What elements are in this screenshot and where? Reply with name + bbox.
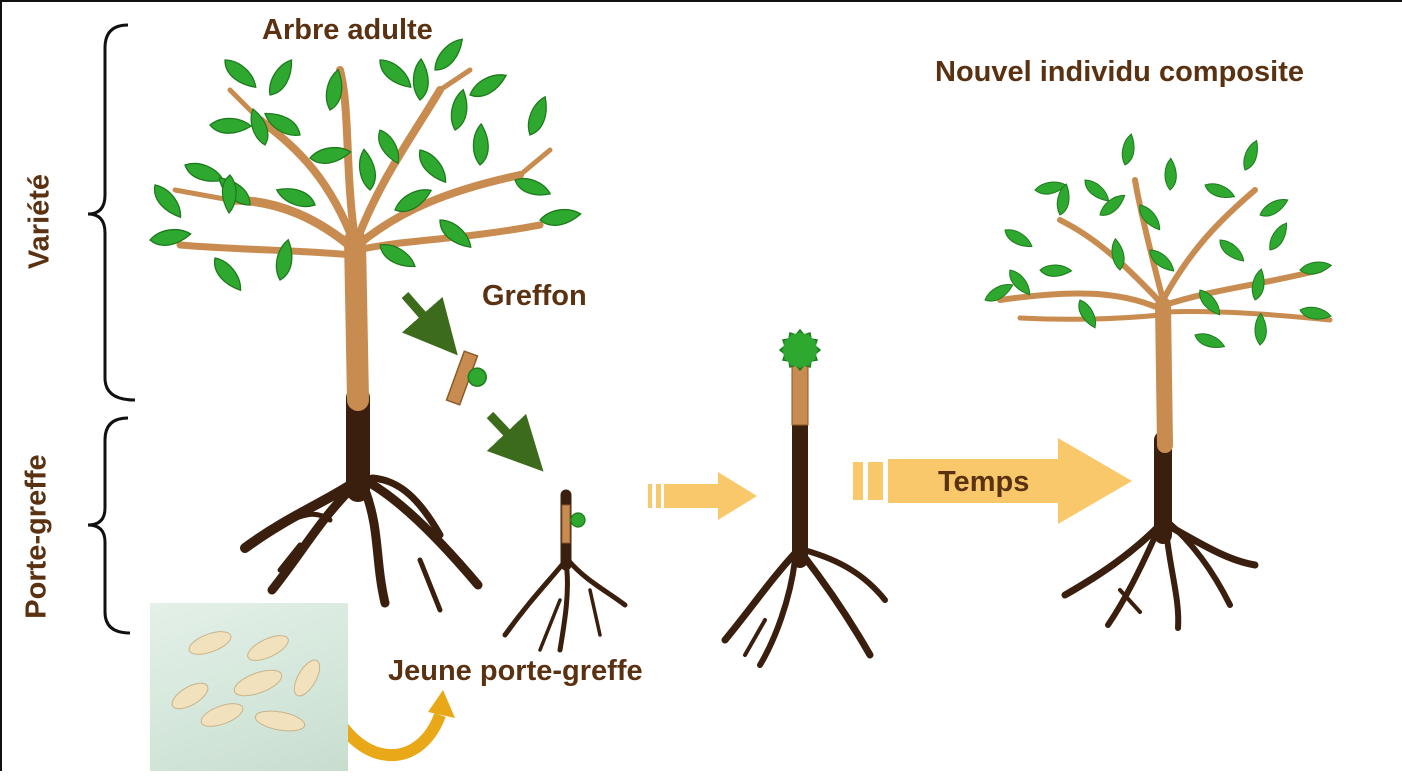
scion-cutting: [405, 295, 525, 452]
seeds-photo: [150, 603, 348, 771]
seed-to-rootstock-arrow: [330, 690, 455, 755]
time-label: Temps: [938, 466, 1029, 499]
young-rootstock: [505, 495, 625, 650]
adult-tree-roots: [245, 398, 478, 610]
adult-tree-label: Arbre adulte: [262, 14, 433, 47]
rootstock-label: Porte-greffe: [21, 437, 54, 637]
variety-label: Variété: [24, 162, 57, 282]
arrow-to-grafted-plant: [648, 472, 757, 520]
adult-tree: [149, 38, 581, 610]
young-rootstock-label: Jeune porte-greffe: [388, 655, 643, 688]
variety-brace: [88, 25, 135, 400]
composite-tree: [983, 133, 1332, 628]
new-individual-label: Nouvel individu composite: [935, 56, 1304, 89]
seeds-image: [150, 603, 348, 771]
scion-label: Greffon: [482, 280, 587, 313]
rootstock-brace: [88, 418, 130, 633]
